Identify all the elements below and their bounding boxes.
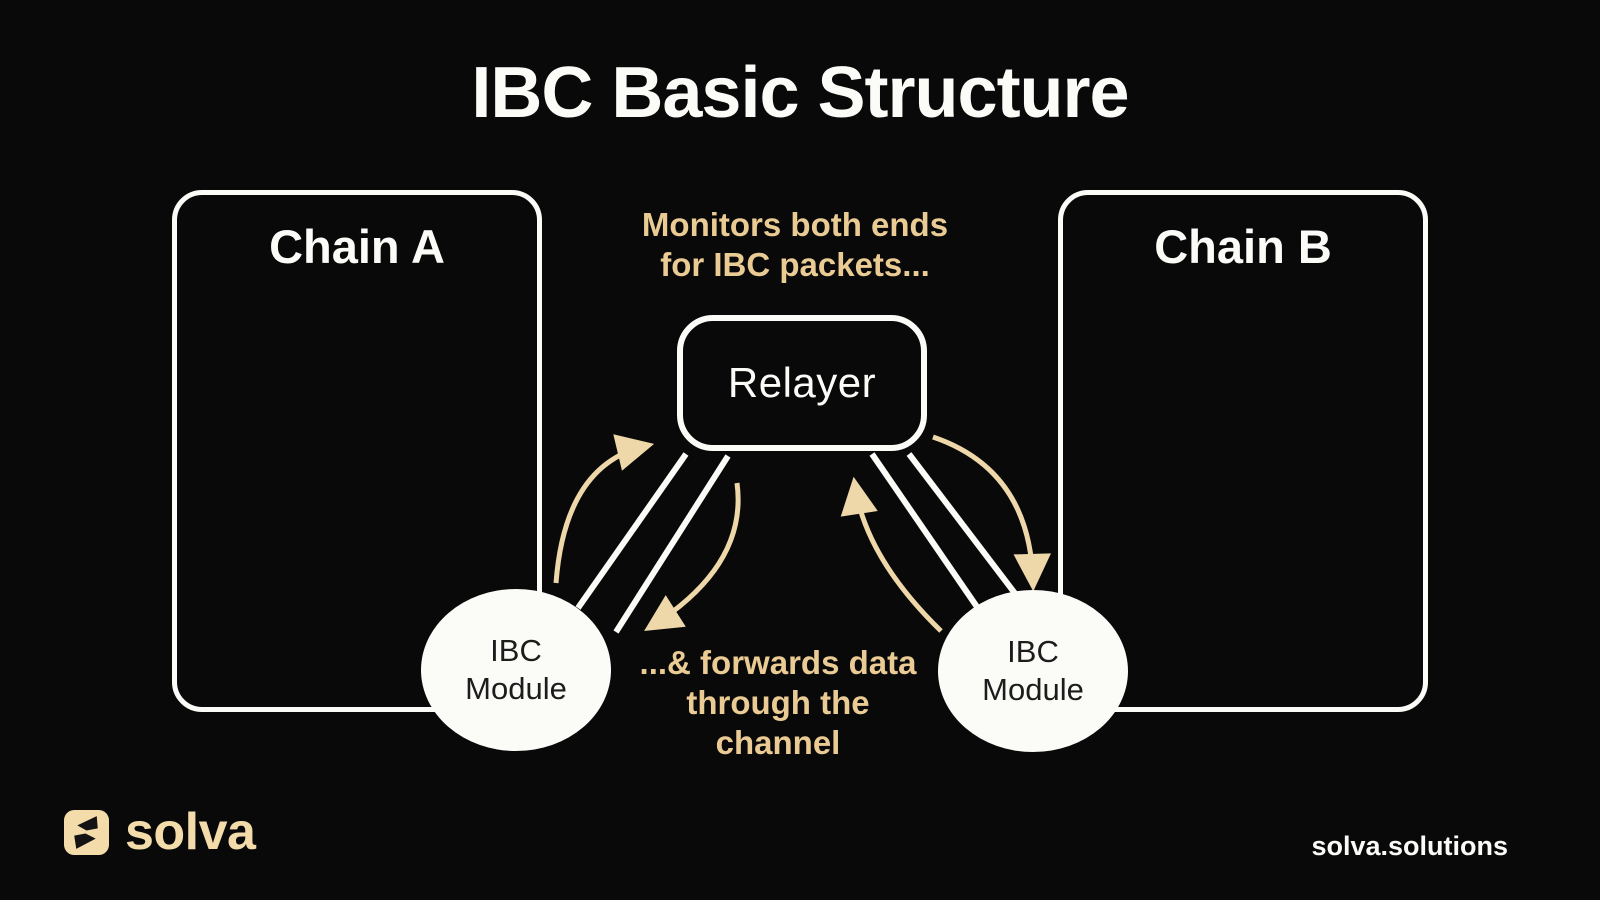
arrow-module-a-to-relayer [553,434,655,584]
ibc-module-a-label: IBC Module [465,633,567,706]
ibc-module-b-circle: IBC Module [938,590,1128,752]
arrow-module-b-to-relayer [840,476,943,633]
flow-arrows [553,434,1051,633]
brand-name: solva [125,803,256,861]
page-title: IBC Basic Structure [471,53,1129,133]
relayer-box: Relayer [677,315,927,451]
channel-lines [575,452,1023,634]
website-url: solva.solutions [1311,831,1508,861]
ibc-module-b-label: IBC Module [982,634,1084,707]
brand-logo: solva [64,803,256,861]
arrow-relayer-to-module-a [644,482,741,632]
chain-a-label: Chain A [269,220,445,273]
swap-arrows-icon [64,810,109,855]
channel-line-left-inner [613,454,731,634]
channel-line-left-outer [575,452,689,610]
ibc-module-a-circle: IBC Module [421,589,611,751]
channel-line-right-outer [906,452,1023,602]
monitors-annotation: Monitors both ends for IBC packets... [641,206,949,283]
chain-b-box: Chain B [1058,190,1428,712]
relayer-label: Relayer [727,359,877,406]
channel-line-right-inner [869,452,989,622]
arrow-relayer-to-module-b [932,434,1051,592]
forwards-annotation: ...& forwards data through the channel [639,644,917,761]
chain-b-label: Chain B [1154,220,1332,273]
chain-a-box: Chain A [172,190,542,712]
